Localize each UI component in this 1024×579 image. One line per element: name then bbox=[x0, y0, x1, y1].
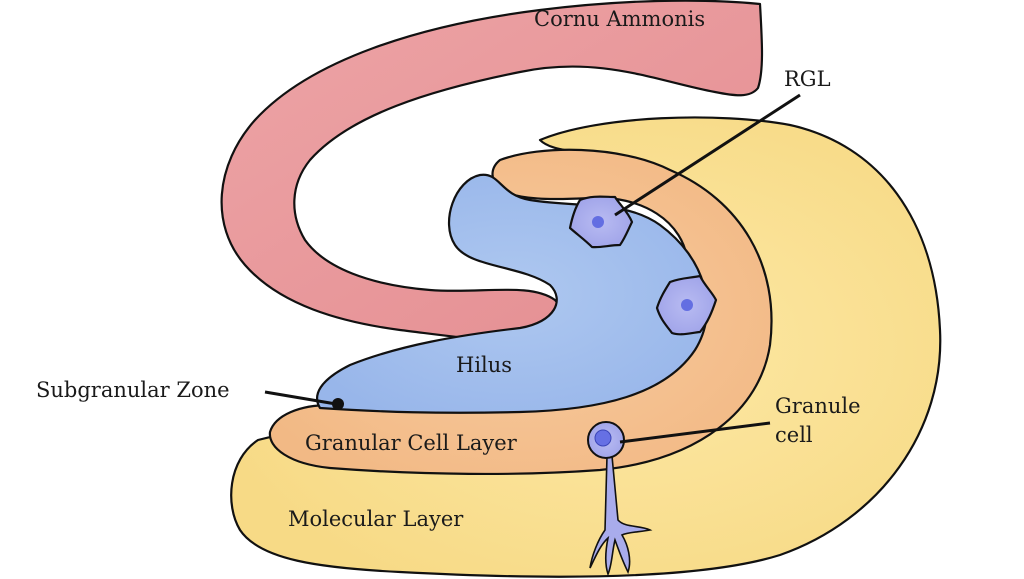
rgl-leader-line bbox=[614, 93, 801, 217]
label-cornu-ammonis: Cornu Ammonis bbox=[534, 7, 705, 31]
label-subgranular-zone: Subgranular Zone bbox=[36, 378, 230, 402]
granule-cell-dendrite bbox=[589, 455, 653, 577]
rgl-cell-1-nucleus bbox=[592, 216, 604, 228]
cornu-ammonis-region bbox=[220, 0, 764, 343]
subgranular-zone-marker bbox=[332, 398, 344, 410]
label-rgl: RGL bbox=[784, 67, 831, 91]
granule-cell-leader-line bbox=[619, 421, 771, 444]
label-granular-cell-layer: Granular Cell Layer bbox=[305, 431, 518, 455]
rgl-cell-2-nucleus bbox=[681, 299, 693, 311]
granular-cell-layer-region bbox=[268, 148, 773, 476]
label-granule-cell-line2: cell bbox=[775, 423, 813, 447]
label-granule-cell-line1: Granule bbox=[775, 394, 861, 418]
label-hilus: Hilus bbox=[456, 353, 512, 377]
granule-cell-nucleus bbox=[594, 429, 612, 447]
subgranular-zone-leader-line bbox=[264, 390, 337, 406]
label-molecular-layer: Molecular Layer bbox=[288, 507, 464, 531]
